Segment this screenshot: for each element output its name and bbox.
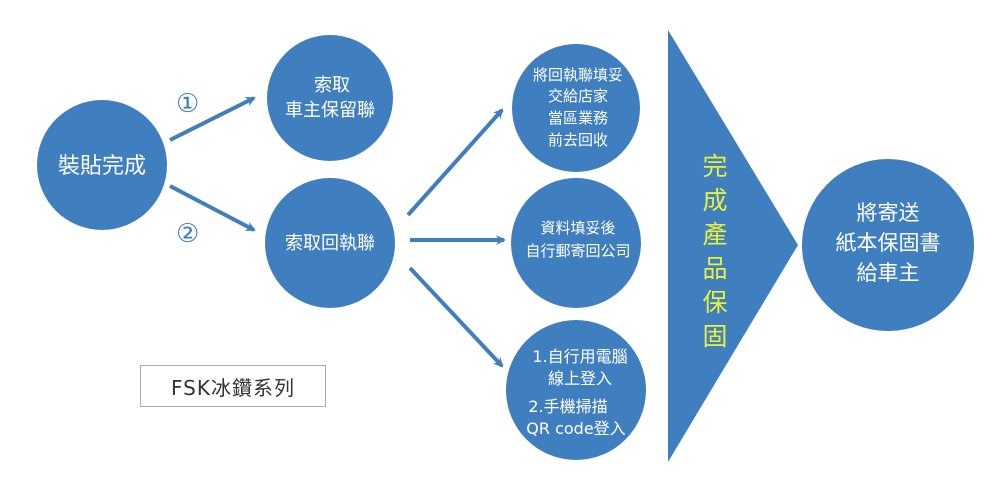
node-keep-copy: [267, 35, 393, 161]
store-line1: 將回執聯填妥: [533, 66, 623, 84]
mail-line1: 資料填妥後: [540, 219, 615, 237]
node-receipt-copy: [265, 178, 395, 308]
start-text: 裝貼完成: [58, 154, 146, 179]
node-store: [512, 44, 640, 172]
store-line4: 前去回收: [548, 131, 608, 149]
arrow-online: [408, 266, 504, 368]
chevron-char-2: 成: [702, 186, 727, 215]
series-label: FSK冰鑽系列: [171, 375, 295, 400]
chevron-char-3: 產: [702, 220, 727, 249]
keep-copy-line2: 車主保留聯: [285, 100, 375, 121]
step-label-1: ①: [176, 89, 199, 119]
receipt-copy-text: 索取回執聯: [285, 233, 375, 254]
keep-copy-line1: 索取: [314, 75, 350, 96]
online-line4: QR code登入: [526, 419, 625, 438]
store-line2: 交給店家: [548, 87, 608, 105]
online-line3: 2.手機掃描: [528, 397, 607, 416]
store-line3: 當區業務: [548, 109, 608, 127]
series-label-box: FSK冰鑽系列: [140, 365, 326, 407]
chevron-char-1: 完: [702, 152, 727, 181]
final-line2: 紙本保固書: [836, 231, 941, 255]
online-line1: 1.自行用電腦: [532, 347, 627, 366]
node-start: [37, 100, 167, 230]
chevron-char-6: 固: [702, 322, 727, 351]
node-final: [802, 159, 974, 331]
arrow-2: [169, 184, 256, 232]
step-label-2: ②: [176, 219, 199, 249]
online-line2: 線上登入: [548, 369, 612, 388]
final-line3: 給車主: [857, 261, 920, 285]
node-online: [506, 320, 646, 460]
chevron-char-5: 保: [702, 288, 727, 317]
final-line1: 將寄送: [857, 201, 920, 225]
node-mail: [511, 178, 641, 308]
arrow-store: [406, 108, 504, 217]
arrow-1: [169, 96, 256, 142]
mail-line2: 自行郵寄回公司: [525, 242, 630, 260]
chevron-char-4: 品: [702, 254, 727, 283]
chevron-arrow: [668, 30, 798, 462]
